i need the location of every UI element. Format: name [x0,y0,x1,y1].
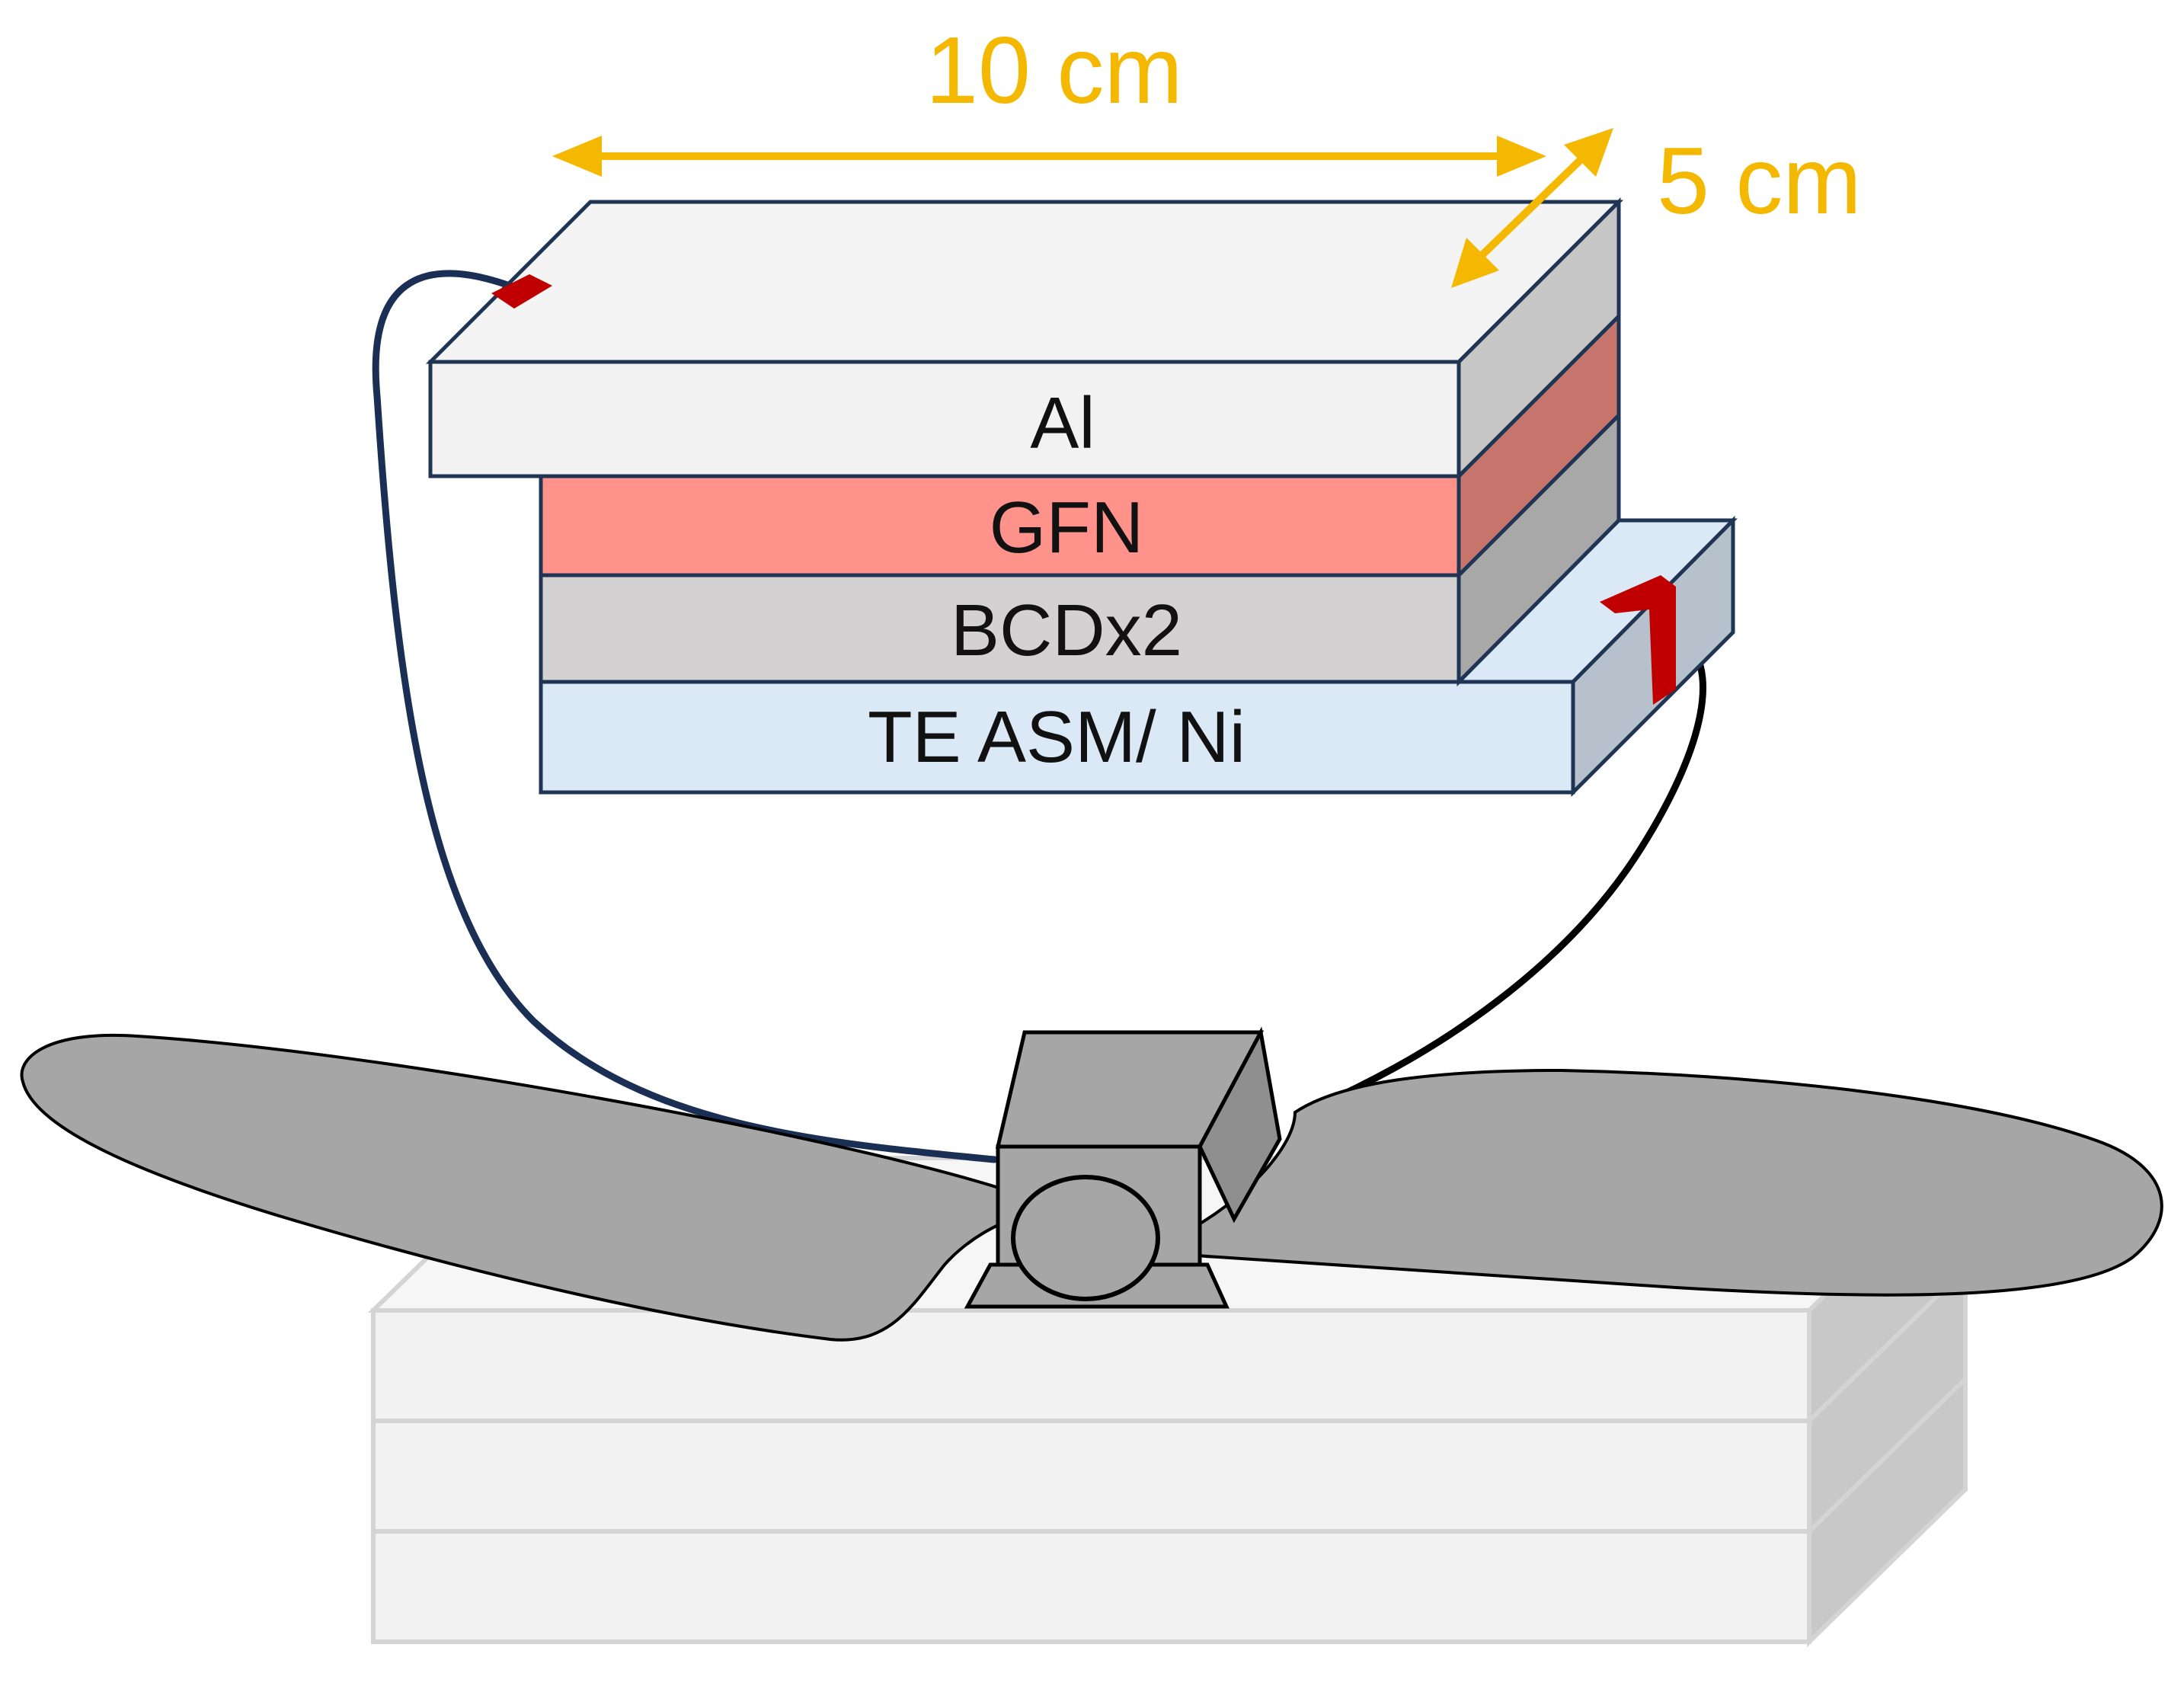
dimension-width-head-top [1564,128,1613,177]
base-block-2-front [371,1419,1811,1534]
layer-gfn-front [539,474,1461,577]
layer-al-label: Al [1030,382,1095,464]
propeller-blade-right [1163,1068,2163,1297]
layer-bcd-label: BCDx2 [951,590,1182,671]
layer-al-front [428,360,1461,478]
dimension-length: 10 cm [552,18,1546,177]
electrode-top [491,274,552,309]
dimension-width-label: 5 cm [1657,129,1862,234]
base-block-3-front [371,1529,1811,1644]
layer-te-front [539,680,1575,795]
layer-al-topface [425,200,1624,364]
propeller-blade-left [20,1033,1031,1342]
wire-right [1299,632,1706,1116]
dimension-length-head-left [552,136,602,177]
dimension-length-label: 10 cm [926,18,1183,123]
dimension-width-head-bottom [1451,238,1499,288]
motor-side [1198,1026,1282,1224]
base-block-1-front [371,1308,1811,1423]
layer-stack: TE ASM/ Ni BCDx2 GFN Al [425,197,1738,798]
motor [964,1026,1282,1309]
dimension-length-head-right [1497,136,1546,177]
electrode-right [1600,575,1676,705]
motor-hub [1011,1175,1160,1301]
layer-te-label: TE ASM/ Ni [868,696,1245,778]
layer-gfn-label: GFN [990,487,1144,568]
layer-bcd-front [539,573,1461,684]
dimension-width: 5 cm [1451,128,1862,288]
dimension-width-arrow [1471,149,1591,266]
